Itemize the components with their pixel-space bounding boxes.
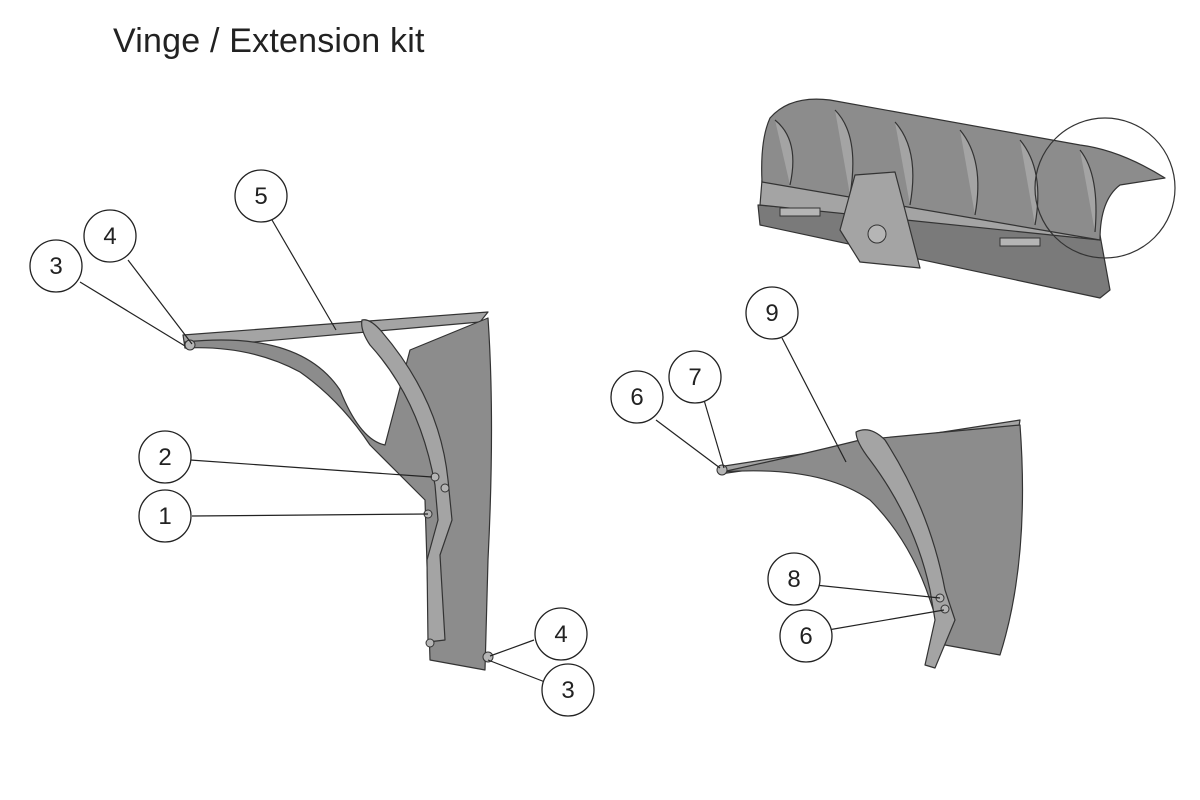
plow-overview-illustration bbox=[757, 98, 1176, 299]
svg-text:6: 6 bbox=[799, 623, 812, 650]
callout-1: 1 bbox=[138, 489, 192, 543]
svg-text:9: 9 bbox=[765, 300, 778, 327]
svg-text:1: 1 bbox=[158, 503, 171, 530]
svg-text:2: 2 bbox=[158, 444, 171, 471]
svg-text:4: 4 bbox=[103, 223, 116, 250]
callout-7: 7 bbox=[668, 350, 722, 404]
callout-3b: 3 bbox=[541, 663, 595, 717]
callout-4b: 4 bbox=[534, 607, 588, 661]
callout-5: 5 bbox=[234, 169, 288, 223]
svg-text:5: 5 bbox=[254, 183, 267, 210]
svg-text:3: 3 bbox=[49, 253, 62, 280]
callout-8: 8 bbox=[767, 552, 821, 606]
left-extension-wing bbox=[182, 311, 494, 671]
svg-text:6: 6 bbox=[630, 384, 643, 411]
callout-6a: 6 bbox=[610, 370, 664, 424]
callout-6b: 6 bbox=[779, 609, 833, 663]
svg-text:4: 4 bbox=[554, 621, 567, 648]
right-extension-wing bbox=[716, 419, 1024, 669]
svg-text:8: 8 bbox=[787, 566, 800, 593]
callout-9: 9 bbox=[745, 286, 799, 340]
svg-text:3: 3 bbox=[561, 677, 574, 704]
callout-2: 2 bbox=[138, 430, 192, 484]
callout-3a: 3 bbox=[29, 239, 83, 293]
callout-4a: 4 bbox=[83, 209, 137, 263]
page-title: Vinge / Extension kit bbox=[113, 22, 425, 60]
detail-circle bbox=[1034, 117, 1176, 259]
svg-text:7: 7 bbox=[688, 364, 701, 391]
